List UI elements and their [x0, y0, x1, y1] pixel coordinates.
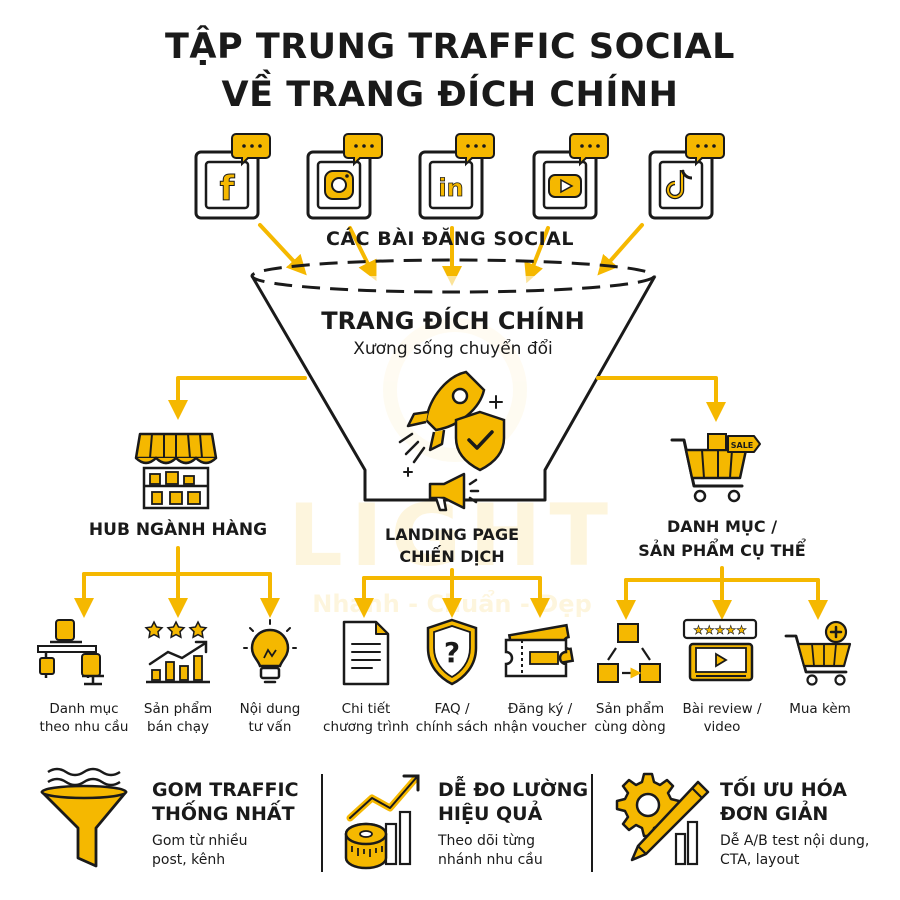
light-bulb-icon: [243, 619, 297, 684]
landing-title-line1: LANDING PAGE: [385, 525, 519, 544]
review-video-icon: ★★★★★: [682, 618, 758, 682]
hub-leaf-arrows: [74, 546, 280, 618]
linkedin-icon: in: [418, 133, 495, 220]
funnel-branch-arrows: [168, 376, 726, 422]
document-icon: [342, 620, 390, 686]
bestseller-chart-icon: [144, 620, 210, 684]
leaf-label-6: Đăng ký /nhận voucher: [493, 701, 587, 735]
faq-question-mark: ?: [444, 636, 460, 669]
category-title-line2: SẢN PHẨM CỤ THỂ: [638, 541, 806, 560]
landing-leaf-arrows: [354, 568, 550, 618]
footer-dividers: [321, 774, 593, 872]
linkedin-letters: in: [438, 174, 463, 202]
footer-col3-desc: Dễ A/B test nội dung,CTA, layout: [720, 833, 870, 868]
gear-pencil-icon: [615, 772, 710, 866]
megaphone-icon: [428, 472, 480, 512]
shield-check-icon: [454, 410, 506, 472]
leaf-label-8: Bài review /video: [682, 701, 762, 735]
shopping-cart-sale-icon: SALE: [670, 433, 761, 503]
measure-chart-icon: [344, 774, 420, 870]
page-title-line1: TẬP TRUNG TRAFFIC SOCIAL: [165, 27, 735, 67]
social-posts-label: CÁC BÀI ĐĂNG SOCIAL: [326, 228, 574, 250]
funnel-subtitle: Xương sống chuyển đổi: [353, 339, 553, 359]
youtube-icon: [532, 133, 609, 220]
category-leaf-arrows: [616, 566, 828, 620]
category-title-line1: DANH MỤC /: [666, 517, 778, 536]
facebook-icon: f: [194, 133, 271, 220]
facebook-letter: f: [220, 169, 236, 209]
instagram-icon: [306, 133, 383, 220]
tiktok-icon: [648, 133, 725, 220]
leaf-label-5: FAQ /chính sách: [415, 701, 489, 735]
office-chairs-icon: [37, 619, 104, 686]
sale-tag-text: SALE: [731, 441, 754, 450]
review-stars: ★★★★★: [693, 623, 747, 637]
page-title-line2: VỀ TRANG ĐÍCH CHÍNH: [221, 75, 679, 115]
sparkle-icon: [403, 395, 503, 477]
hub-title: HUB NGÀNH HÀNG: [88, 520, 268, 540]
voucher-ticket-icon: [504, 623, 575, 678]
watermark-brand: LIGHT: [288, 486, 616, 586]
rocket-icon: [398, 370, 486, 464]
leaf-label-9: Mua kèm: [789, 701, 851, 717]
social-to-funnel-arrows: [258, 223, 644, 286]
storefront-icon: [134, 432, 218, 510]
add-to-cart-icon: [784, 620, 852, 686]
landing-title-line2: CHIẾN DỊCH: [399, 547, 505, 566]
funnel-title: TRANG ĐÍCH CHÍNH: [321, 307, 585, 335]
funnel-filter-icon: [40, 767, 128, 868]
faq-shield-icon: ?: [426, 618, 478, 686]
related-products-icon: [597, 623, 661, 683]
social-icons-row: f in: [194, 133, 725, 220]
